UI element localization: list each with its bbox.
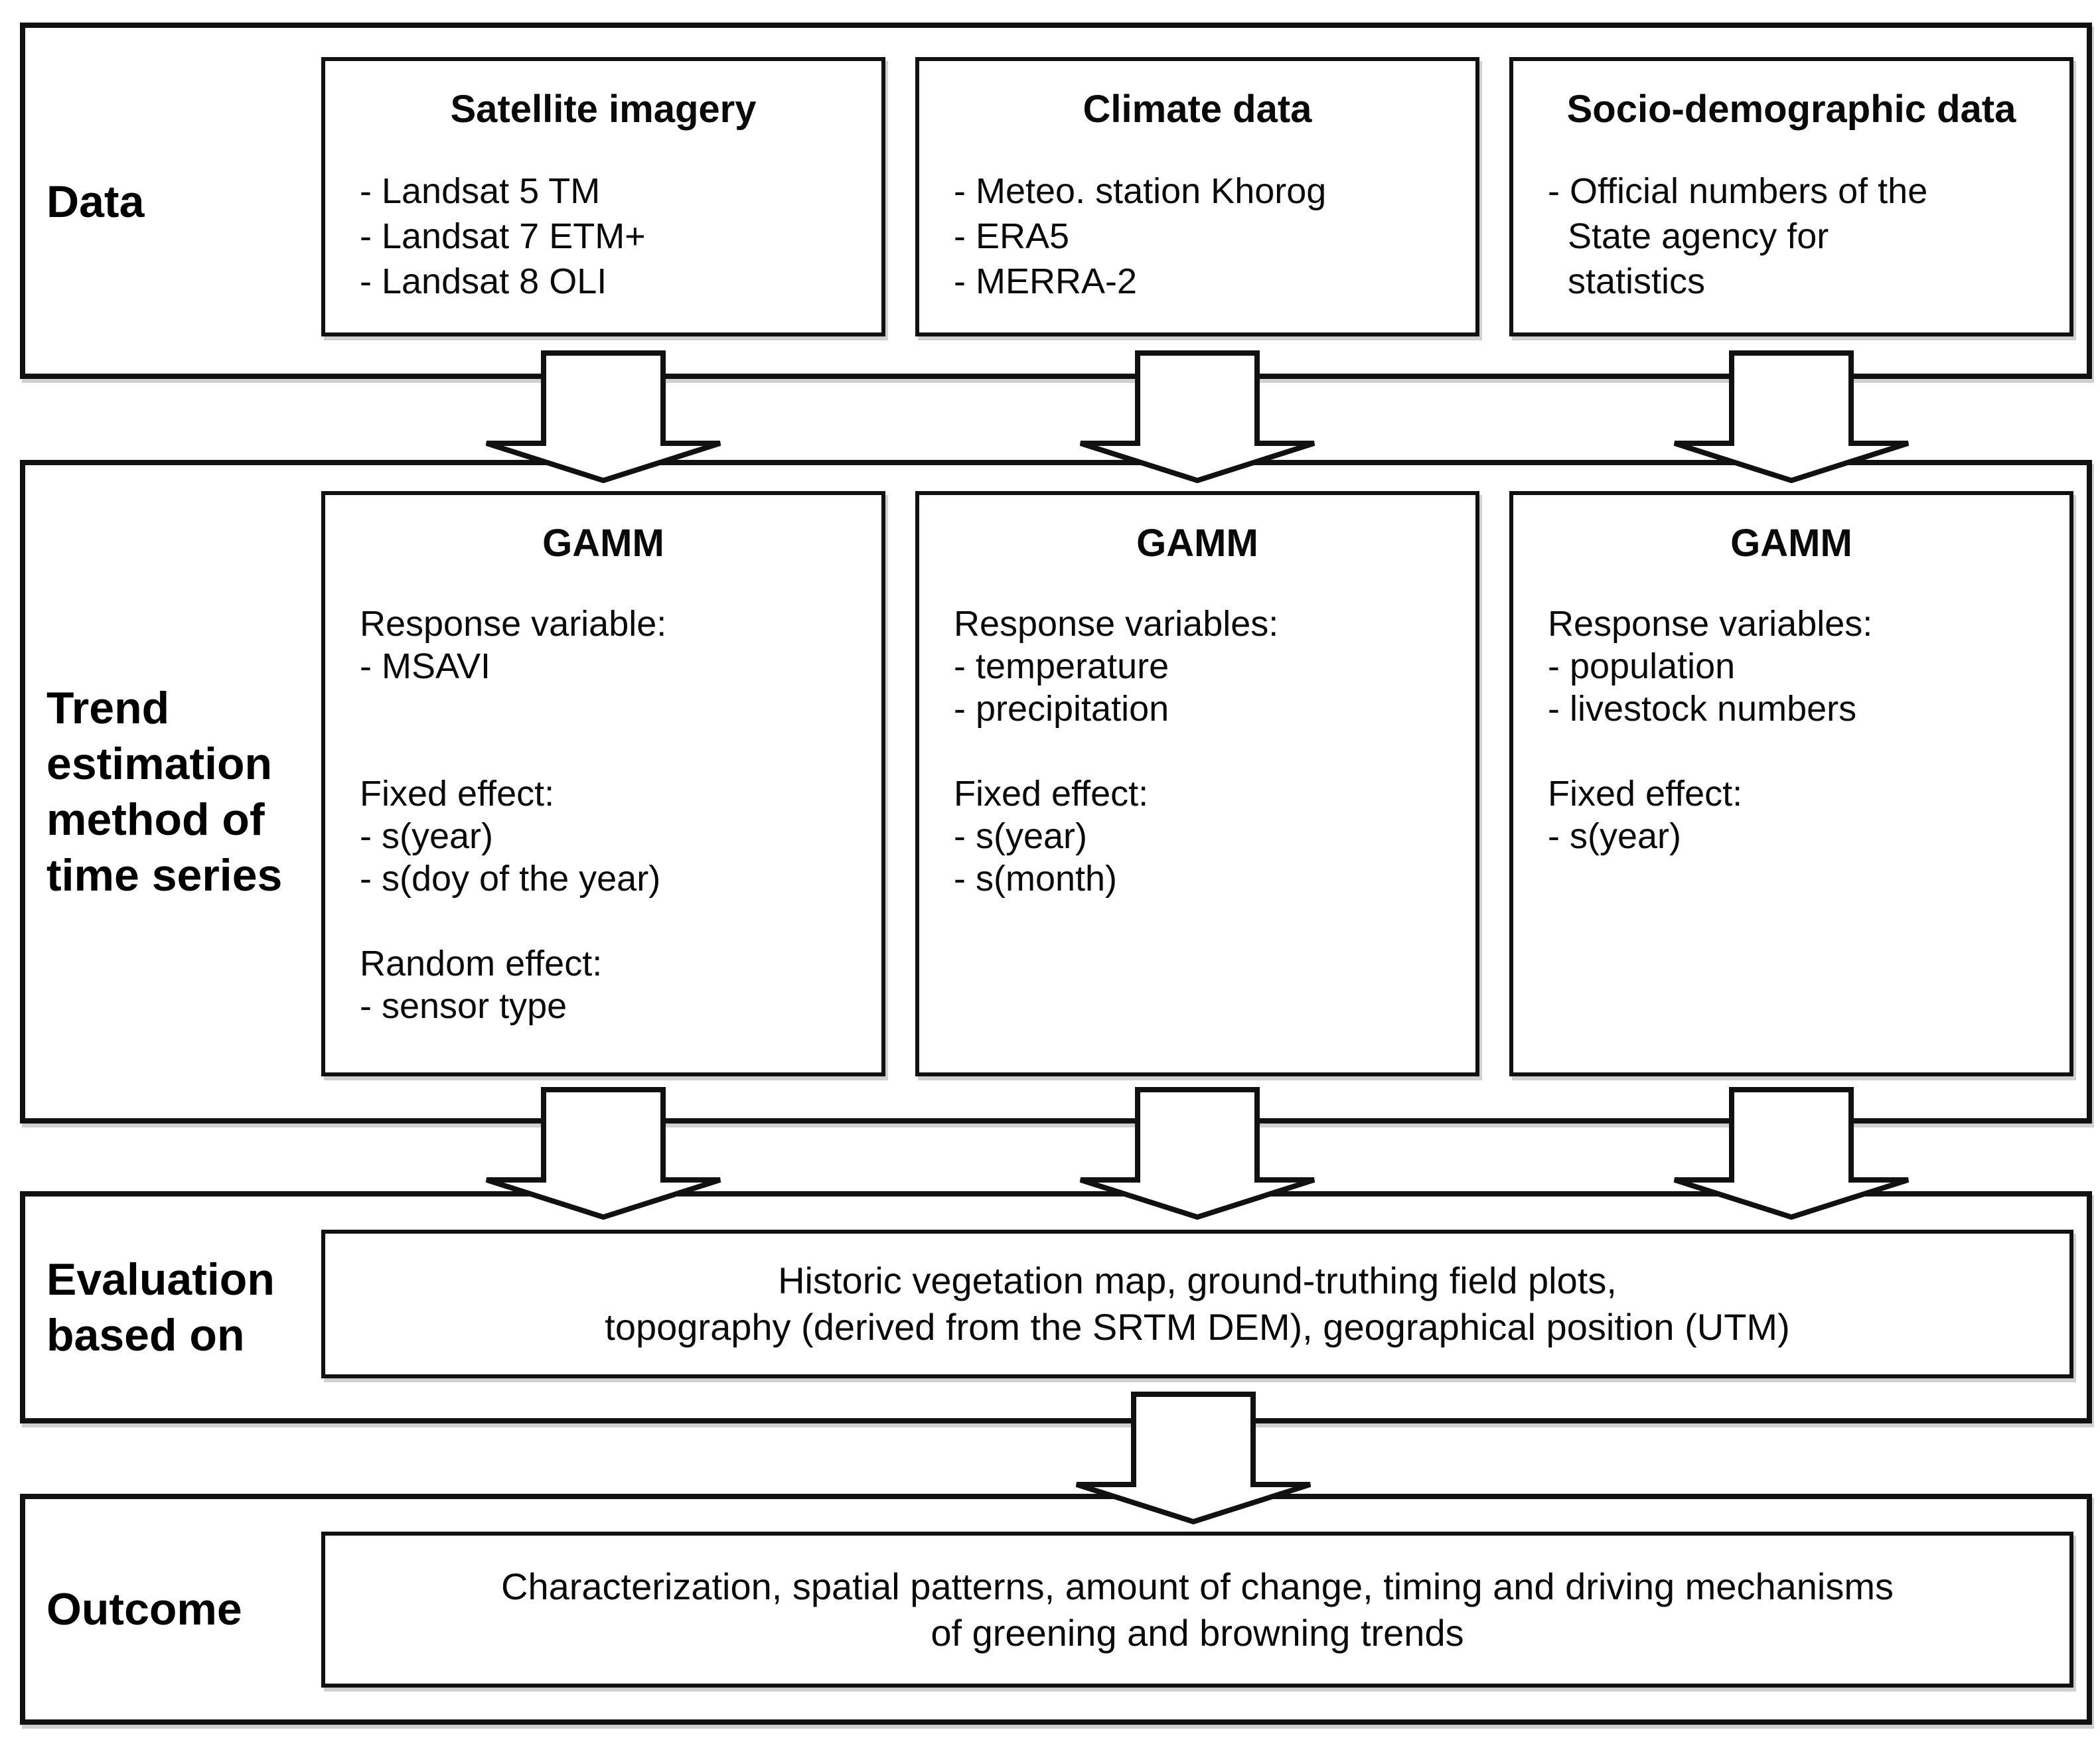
satellite-imagery-title: Satellite imagery xyxy=(450,88,757,131)
gamm-climate-box: GAMM Response variables: - temperature -… xyxy=(915,491,1479,1076)
gamm-socio-details: Response variables: - population - lives… xyxy=(1548,604,1873,856)
down-arrow-icon xyxy=(485,350,721,483)
section-label-evaluation-based-on: Evaluation based on xyxy=(46,1254,275,1360)
socio-demographic-data-title: Socio-demographic data xyxy=(1566,88,2016,131)
gamm-satellite-box: GAMM Response variable: - MSAVI Fixed ef… xyxy=(321,491,885,1076)
gamm-socio-box: GAMM Response variables: - population - … xyxy=(1509,491,2073,1076)
climate-data-list: - Meteo. station Khorog - ERA5 - MERRA-2 xyxy=(954,171,1327,301)
socio-demographic-data-box: Socio-demographic data - Official number… xyxy=(1509,57,2073,336)
climate-data-box: Climate data - Meteo. station Khorog - E… xyxy=(915,57,1479,336)
socio-demographic-data-list: - Official numbers of the State agency f… xyxy=(1548,171,1928,301)
evaluation-box: Historic vegetation map, ground-truthing… xyxy=(321,1230,2073,1378)
gamm-socio-title: GAMM xyxy=(1730,522,1852,565)
outcome-box-text: Characterization, spatial patterns, amou… xyxy=(501,1565,1894,1654)
satellite-imagery-list: - Landsat 5 TM - Landsat 7 ETM+ - Landsa… xyxy=(360,171,646,301)
down-arrow-icon xyxy=(1079,1087,1315,1220)
section-label-outcome: Outcome xyxy=(46,1584,242,1634)
down-arrow-icon xyxy=(485,1087,721,1220)
gamm-climate-details: Response variables: - temperature - prec… xyxy=(954,604,1279,899)
outcome-box: Characterization, spatial patterns, amou… xyxy=(321,1532,2073,1688)
down-arrow-icon xyxy=(1075,1392,1312,1524)
climate-data-title: Climate data xyxy=(1083,88,1312,131)
section-label-trend-estimation: Trend estimation method of time series xyxy=(46,683,283,901)
gamm-climate-title: GAMM xyxy=(1136,522,1258,565)
down-arrow-icon xyxy=(1673,1087,1910,1220)
down-arrow-icon xyxy=(1673,350,1910,483)
evaluation-box-text: Historic vegetation map, ground-truthing… xyxy=(605,1260,1790,1348)
down-arrow-icon xyxy=(1079,350,1315,483)
section-label-data: Data xyxy=(46,177,145,227)
gamm-satellite-details: Response variable: - MSAVI Fixed effect:… xyxy=(360,604,667,1026)
satellite-imagery-box: Satellite imagery - Landsat 5 TM - Lands… xyxy=(321,57,885,336)
gamm-satellite-title: GAMM xyxy=(542,522,664,565)
